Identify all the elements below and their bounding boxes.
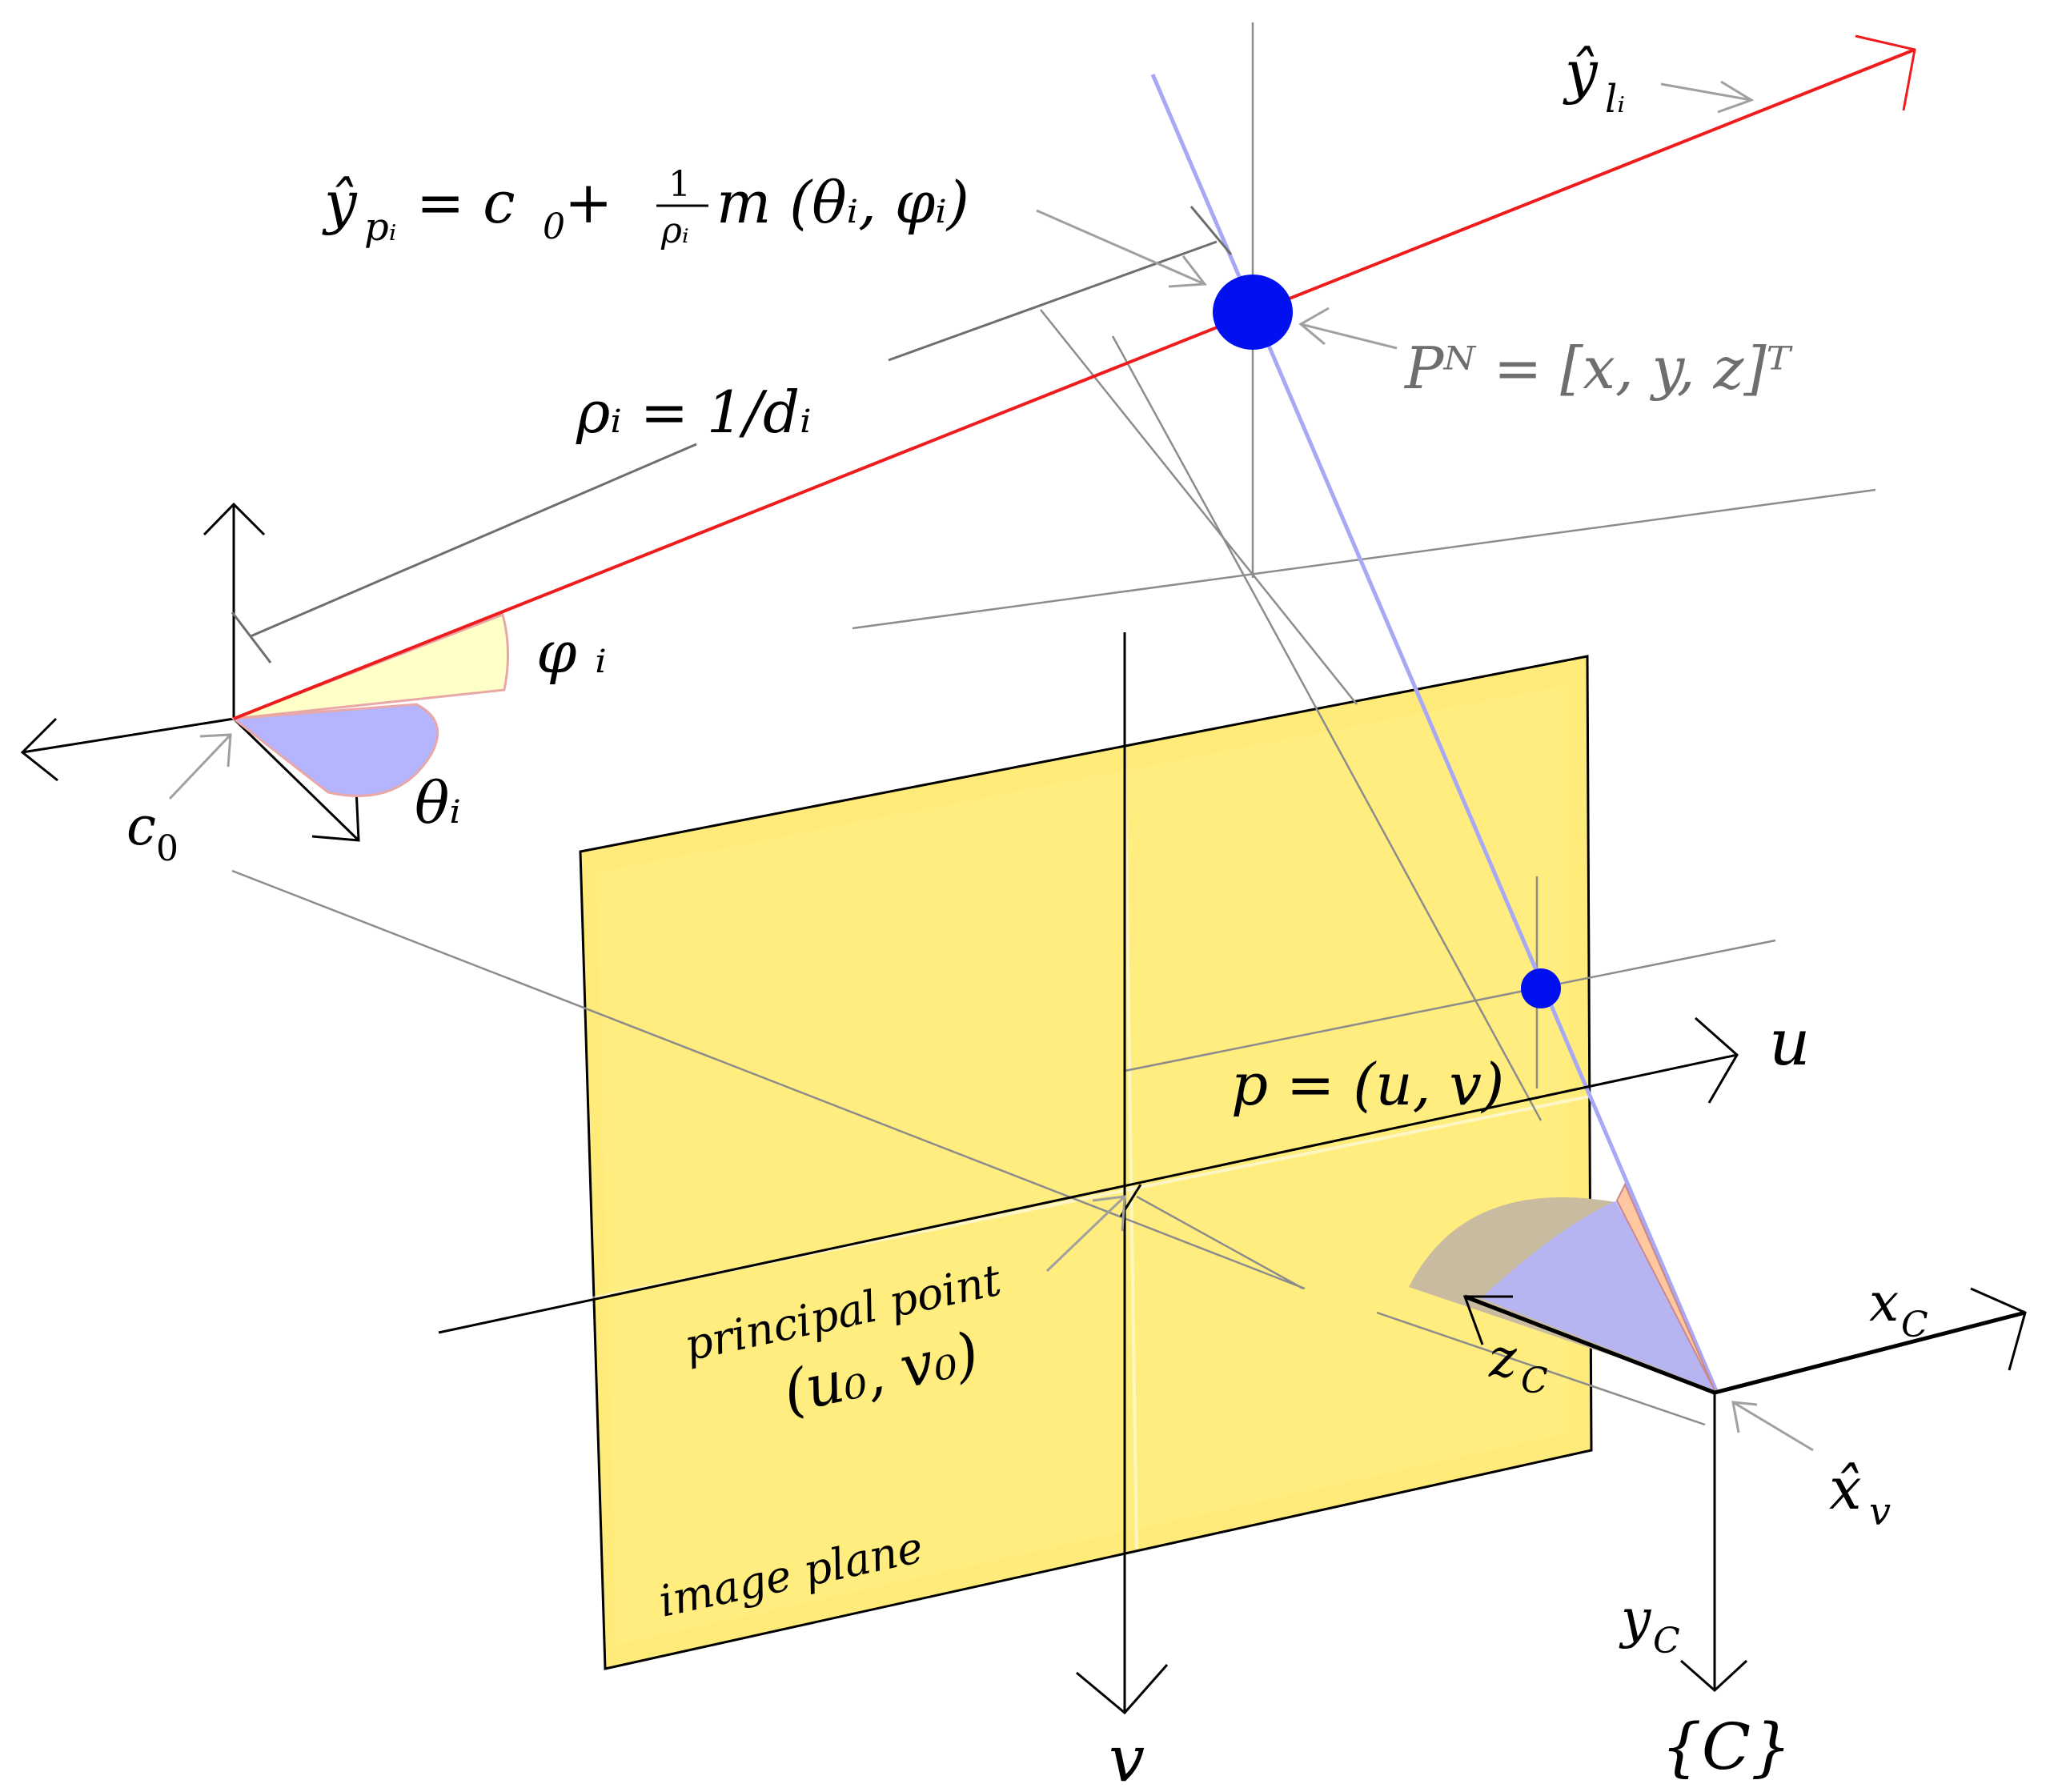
image-axes: [438, 632, 1739, 1715]
c0-label: c: [126, 796, 156, 857]
yp-frac-den: ρᵢ: [660, 210, 689, 251]
yl-sub: lᵢ: [1605, 77, 1625, 122]
u-axis-arrowhead: [1695, 1016, 1739, 1104]
world-point: [1213, 275, 1293, 350]
yp-sub: pᵢ: [364, 205, 396, 250]
zc-sub: C: [1521, 1361, 1548, 1401]
anchor-frame: [20, 502, 360, 842]
xc-sub: C: [1901, 1305, 1928, 1345]
yp-m: m (θᵢ, φᵢ): [716, 169, 969, 236]
yc-sub: C: [1653, 1621, 1680, 1662]
yc-label: y: [1619, 1588, 1651, 1650]
yp-hat: ŷ: [322, 169, 358, 236]
anchor-diag-arrowhead: [311, 788, 360, 842]
z-axis-c-arrowhead: [1462, 1295, 1513, 1345]
zc-label: z: [1488, 1328, 1518, 1389]
phi-label: φ ᵢ: [536, 619, 607, 686]
plane-divider-vertical: [1123, 750, 1138, 1549]
yp-plus: +: [564, 169, 612, 236]
annotation-arrows: [168, 80, 1814, 1452]
image-plane: [579, 655, 1593, 1670]
wedge-blue: [1481, 1201, 1715, 1390]
xv-label: x̂: [1829, 1455, 1862, 1522]
anchor-left-axis: [22, 717, 235, 754]
rho-dimension: [231, 206, 1233, 663]
pn-label: Pᴺ = [x, y, z]ᵀ: [1403, 335, 1794, 402]
theta-label: θᵢ: [415, 769, 461, 836]
frame-c-label: {C}: [1661, 1710, 1791, 1784]
xv-sub: v: [1869, 1489, 1891, 1534]
anchor-left-arrowhead: [20, 717, 58, 782]
image-plane-surface: [579, 655, 1593, 1670]
anchor-up-arrowhead: [203, 502, 266, 536]
u-axis: [438, 1053, 1738, 1334]
landmark-ray-arrowhead: [1855, 34, 1916, 111]
yl-hat: ŷ: [1563, 38, 1599, 106]
y-axis-c-arrowhead: [1680, 1659, 1748, 1693]
x-axis-c-arrowhead: [1970, 1287, 2027, 1371]
anchor-angle-wedges: [231, 613, 509, 797]
yp-frac-num: 1: [668, 164, 691, 205]
xc-label: x: [1869, 1272, 1899, 1333]
z-axis-c: [1464, 1294, 1715, 1395]
p-label: p = (u, v): [1231, 1051, 1504, 1118]
c0-sub: 0: [156, 828, 179, 869]
anchor-diag-axis: [232, 717, 360, 842]
yp-eq-c: = c: [416, 169, 516, 236]
v-axis-arrowhead: [1076, 1664, 1169, 1715]
rho-label: ρᵢ = 1/dᵢ: [576, 379, 812, 446]
image-point: [1521, 968, 1561, 1008]
yp-eq-c-sub: 0: [543, 206, 565, 247]
theta-wedge: [231, 703, 439, 797]
landmark-ray: [233, 48, 1916, 720]
image-plane-highlight: [596, 684, 1571, 1645]
camera-angle-wedges: [1409, 1182, 1715, 1393]
camera-frame: [1462, 1287, 2027, 1693]
u-axis-label: u: [1769, 1005, 1811, 1080]
x-axis-c: [1714, 1310, 2026, 1395]
wedge-orange: [1615, 1182, 1715, 1391]
v-axis-label: v: [1109, 1722, 1145, 1792]
